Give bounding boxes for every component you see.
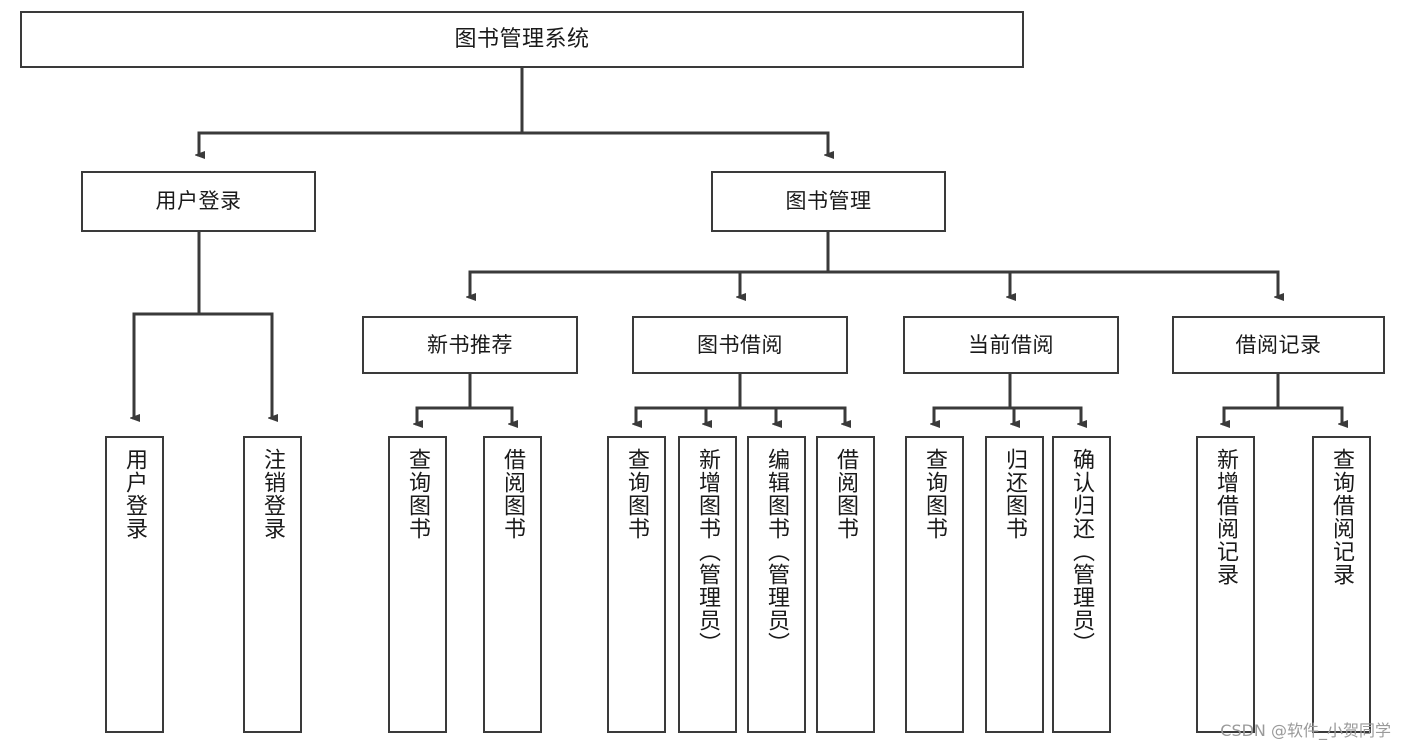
node-label: 当前借阅 xyxy=(968,332,1054,357)
node-label: 借阅记录 xyxy=(1235,332,1322,357)
node-leaf-add-borrow-record[interactable]: 新增借阅记录 xyxy=(1196,436,1255,733)
node-book-borrow[interactable]: 图书借阅 xyxy=(632,316,848,374)
node-label: 图书管理系统 xyxy=(454,26,590,52)
node-label: 查询图书 xyxy=(624,448,650,540)
node-label: 编辑图书（管理员） xyxy=(764,448,790,655)
node-borrow-record[interactable]: 借阅记录 xyxy=(1172,316,1385,374)
node-leaf-confirm-return[interactable]: 确认归还（管理员） xyxy=(1052,436,1111,733)
node-leaf-edit-book[interactable]: 编辑图书（管理员） xyxy=(747,436,806,733)
node-leaf-borrow-book-1[interactable]: 借阅图书 xyxy=(483,436,542,733)
node-root-system[interactable]: 图书管理系统 xyxy=(20,11,1024,68)
node-label: 图书管理 xyxy=(785,189,872,214)
node-label: 查询图书 xyxy=(405,448,431,540)
node-label: 借阅图书 xyxy=(833,448,859,540)
node-label: 查询借阅记录 xyxy=(1329,448,1355,586)
node-user-login[interactable]: 用户登录 xyxy=(81,171,316,232)
node-label: 借阅图书 xyxy=(500,448,526,540)
node-current-borrow[interactable]: 当前借阅 xyxy=(903,316,1119,374)
node-leaf-user-login[interactable]: 用户登录 xyxy=(105,436,164,733)
node-leaf-return-book[interactable]: 归还图书 xyxy=(985,436,1044,733)
node-label: 图书借阅 xyxy=(697,332,783,357)
node-leaf-query-book-2[interactable]: 查询图书 xyxy=(607,436,666,733)
node-leaf-query-book-3[interactable]: 查询图书 xyxy=(905,436,964,733)
node-label: 归还图书 xyxy=(1002,448,1028,540)
node-label: 确认归还（管理员） xyxy=(1069,448,1095,655)
node-label: 用户登录 xyxy=(155,189,242,214)
node-label: 新增图书（管理员） xyxy=(695,448,721,655)
node-book-management[interactable]: 图书管理 xyxy=(711,171,946,232)
node-leaf-add-book[interactable]: 新增图书（管理员） xyxy=(678,436,737,733)
node-leaf-query-book-1[interactable]: 查询图书 xyxy=(388,436,447,733)
watermark-text: CSDN @软件_小贺同学 xyxy=(1220,721,1391,740)
node-label: 用户登录 xyxy=(122,448,148,540)
node-label: 新增借阅记录 xyxy=(1213,448,1239,586)
node-label: 新书推荐 xyxy=(427,332,513,357)
node-new-book-recommend[interactable]: 新书推荐 xyxy=(362,316,578,374)
node-leaf-logout-login[interactable]: 注销登录 xyxy=(243,436,302,733)
node-leaf-borrow-book-2[interactable]: 借阅图书 xyxy=(816,436,875,733)
node-label: 查询图书 xyxy=(922,448,948,540)
node-leaf-query-borrow-record[interactable]: 查询借阅记录 xyxy=(1312,436,1371,733)
node-label: 注销登录 xyxy=(260,448,286,540)
